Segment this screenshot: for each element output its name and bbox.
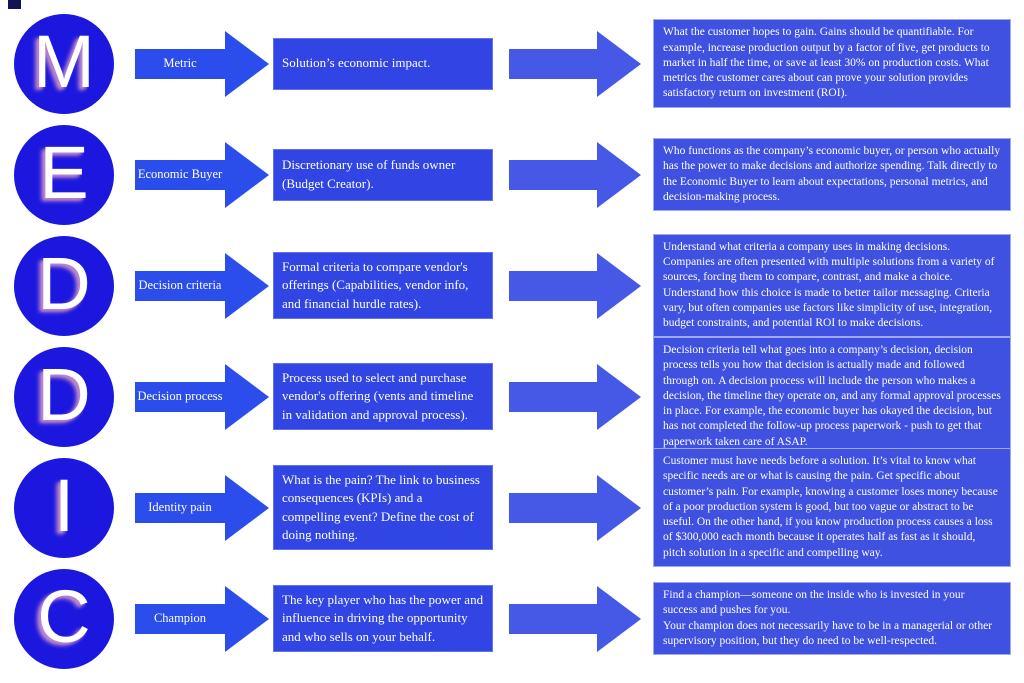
letter-badge: C bbox=[14, 568, 114, 669]
row-label: Identity pain bbox=[148, 500, 212, 514]
label-arrow: Champion bbox=[135, 585, 269, 652]
arrow-head-icon bbox=[225, 141, 269, 208]
summary-text: Solution’s economic impact. bbox=[282, 55, 431, 71]
meddic-row-identity-pain: I Identity pain What is the pain? The li… bbox=[0, 448, 1024, 567]
row-label: Decision criteria bbox=[138, 278, 222, 292]
flow-arrow-shaft bbox=[509, 48, 597, 79]
summary-text: Formal criteria to compare vendor's offe… bbox=[282, 259, 469, 311]
flow-arrow-shaft bbox=[509, 159, 597, 190]
summary-box: Solution’s economic impact. bbox=[273, 37, 493, 90]
summary-box: Process used to select and purchase vend… bbox=[273, 363, 493, 430]
label-arrow-shaft: Decision criteria bbox=[135, 270, 225, 301]
flow-arrow bbox=[509, 474, 641, 541]
arrow-head-icon bbox=[597, 585, 641, 652]
flow-arrow bbox=[509, 141, 641, 208]
flow-arrow-shaft bbox=[509, 603, 597, 634]
flow-arrow bbox=[509, 30, 641, 97]
label-arrow: Economic Buyer bbox=[135, 141, 269, 208]
meddic-row-decision-criteria: D Decision criteria Formal criteria to c… bbox=[0, 230, 1024, 341]
detail-box: Understand what criteria a company uses … bbox=[653, 233, 1011, 338]
label-arrow-shaft: Champion bbox=[135, 603, 225, 634]
letter-badge: E bbox=[14, 124, 114, 225]
arrow-head-icon bbox=[225, 363, 269, 430]
corner-artifact bbox=[8, 0, 21, 9]
label-arrow-shaft: Identity pain bbox=[135, 492, 225, 523]
summary-box: What is the pain? The link to business c… bbox=[273, 465, 493, 550]
letter-text: E bbox=[39, 130, 89, 214]
meddic-row-economic-buyer: E Economic Buyer Discretionary use of fu… bbox=[0, 119, 1024, 230]
letter-text: I bbox=[53, 463, 75, 547]
flow-arrow-shaft bbox=[509, 270, 597, 301]
summary-text: Process used to select and purchase vend… bbox=[282, 370, 474, 422]
arrow-head-icon bbox=[225, 474, 269, 541]
arrow-head-icon bbox=[597, 252, 641, 319]
meddic-row-decision-process: D Decision process Process used to selec… bbox=[0, 337, 1024, 456]
detail-box: Customer must have needs before a soluti… bbox=[653, 448, 1011, 567]
detail-box: Who functions as the company’s economic … bbox=[653, 137, 1011, 212]
letter-text: M bbox=[33, 19, 95, 103]
flow-arrow-shaft bbox=[509, 381, 597, 412]
row-label: Champion bbox=[153, 611, 207, 625]
label-arrow: Decision criteria bbox=[135, 252, 269, 319]
label-arrow: Decision process bbox=[135, 363, 269, 430]
arrow-head-icon bbox=[225, 30, 269, 97]
label-arrow-shaft: Economic Buyer bbox=[135, 159, 225, 190]
summary-box: Formal criteria to compare vendor's offe… bbox=[273, 252, 493, 319]
summary-text: The key player who has the power and inf… bbox=[282, 592, 484, 644]
row-label: Metric bbox=[163, 56, 197, 70]
label-arrow: Identity pain bbox=[135, 474, 269, 541]
letter-badge: M bbox=[14, 13, 114, 114]
arrow-head-icon bbox=[597, 141, 641, 208]
flow-arrow bbox=[509, 585, 641, 652]
arrow-head-icon bbox=[597, 363, 641, 430]
meddic-row-metric: M Metric Solution’s economic impact. Wha… bbox=[0, 8, 1024, 119]
detail-box: What the customer hopes to gain. Gains s… bbox=[653, 19, 1011, 108]
arrow-head-icon bbox=[225, 585, 269, 652]
summary-box: The key player who has the power and inf… bbox=[273, 585, 493, 652]
flow-arrow bbox=[509, 363, 641, 430]
letter-badge: D bbox=[14, 235, 114, 336]
label-arrow-shaft: Metric bbox=[135, 48, 225, 79]
summary-box: Discretionary use of funds owner (Budget… bbox=[273, 148, 493, 201]
row-label: Decision process bbox=[137, 389, 223, 403]
arrow-head-icon bbox=[225, 252, 269, 319]
letter-text: C bbox=[37, 574, 91, 658]
summary-text: What is the pain? The link to business c… bbox=[282, 472, 480, 542]
summary-text: Discretionary use of funds owner (Budget… bbox=[282, 157, 456, 191]
flow-arrow bbox=[509, 252, 641, 319]
label-arrow: Metric bbox=[135, 30, 269, 97]
letter-badge: I bbox=[14, 457, 114, 558]
arrow-head-icon bbox=[597, 474, 641, 541]
letter-text: D bbox=[37, 241, 91, 325]
letter-badge: D bbox=[14, 346, 114, 447]
row-label: Economic Buyer bbox=[137, 167, 223, 181]
letter-text: D bbox=[37, 352, 91, 436]
arrow-head-icon bbox=[597, 30, 641, 97]
detail-box: Find a champion—someone on the inside wh… bbox=[653, 581, 1011, 656]
detail-box: Decision criteria tell what goes into a … bbox=[653, 337, 1011, 456]
meddic-row-champion: C Champion The key player who has the po… bbox=[0, 563, 1024, 674]
flow-arrow-shaft bbox=[509, 492, 597, 523]
label-arrow-shaft: Decision process bbox=[135, 381, 225, 412]
